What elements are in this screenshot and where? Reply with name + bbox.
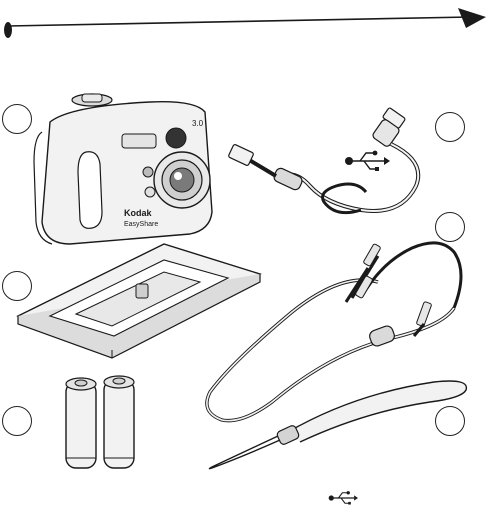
header-rule — [0, 0, 489, 40]
header-bullet-icon — [4, 22, 12, 38]
aa-batteries-illustration — [60, 374, 150, 474]
camera-brand-label: Kodak — [124, 208, 153, 218]
camera-model-label: EasyShare — [124, 221, 158, 228]
callout-circle-batteries — [2, 406, 32, 436]
arrow-right-icon — [458, 8, 486, 28]
callout-circle-usb-cable — [435, 112, 465, 142]
usb-icon — [344, 150, 390, 172]
camera-lens-marks: 3.0 — [192, 119, 204, 128]
callout-circle-camera — [2, 104, 32, 134]
footer-usb-icon — [328, 490, 358, 506]
usb-cable-illustration — [226, 106, 436, 226]
wrist-strap-illustration — [204, 376, 474, 476]
